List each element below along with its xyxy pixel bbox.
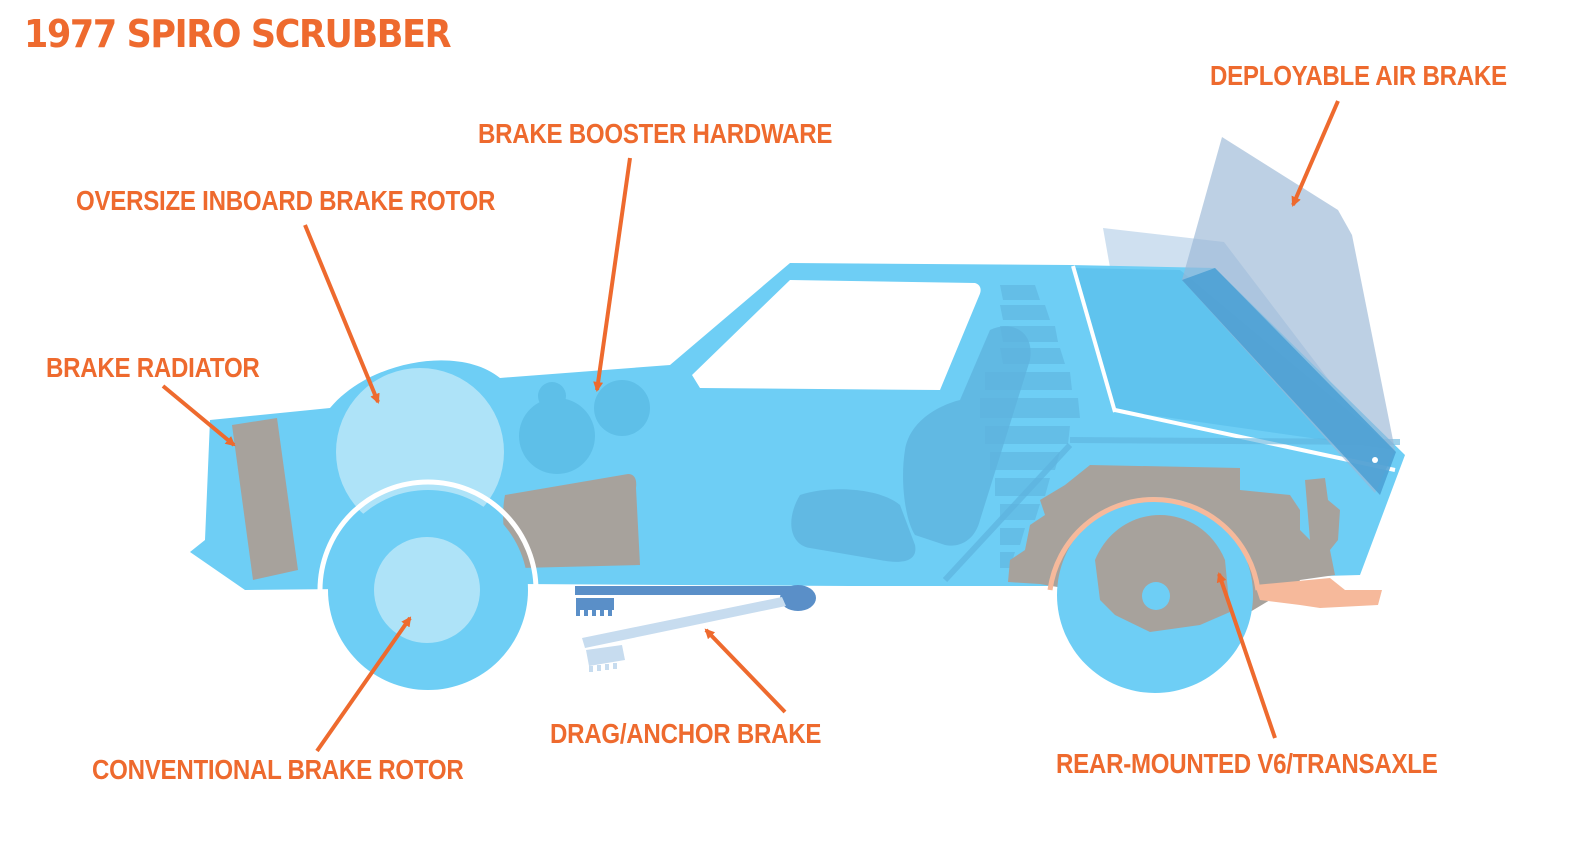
drag-brake-pivot [780,585,816,611]
arrow-radiator [161,384,236,447]
booster-cap [538,382,566,410]
rear-slats [980,285,1080,568]
label-rear-mounted-v6-transaxle: REAR-MOUNTED V6/TRANSAXLE [1056,748,1438,779]
diagram-title: 1977 SPIRO SCRUBBER [24,12,451,56]
rear-wheel-arch [1047,496,1261,591]
label-brake-radiator: BRAKE RADIATOR [46,352,260,383]
drag-brake-teeth-upper [576,598,614,616]
front-component [503,474,640,568]
label-deployable-air-brake: DEPLOYABLE AIR BRAKE [1210,60,1507,91]
booster-disc-large [519,398,595,474]
rear-brace [942,442,1073,583]
arrow-booster [593,157,632,392]
drag-brake-rail [575,586,800,595]
front-wheel-arch [317,479,539,591]
drag-brake-arm [582,597,786,648]
label-brake-booster-hardware: BRAKE BOOSTER HARDWARE [478,118,833,149]
booster-disc-small [594,380,650,436]
air-brake-hinge [1182,268,1396,495]
seat-cushion [791,489,916,562]
brake-radiator [232,418,298,580]
arrow-air-brake [1291,100,1340,207]
label-drag-anchor-brake: DRAG/ANCHOR BRAKE [550,718,822,749]
rear-hub [1142,582,1170,610]
arrow-drag-brake [704,628,787,714]
callout-arrows [161,100,1340,753]
label-oversize-inboard-brake-rotor: OVERSIZE INBOARD BRAKE ROTOR [76,185,496,216]
side-window [692,280,981,390]
exhaust-pipe [1255,578,1382,608]
air-brake-bolt [1372,457,1378,463]
arrow-oversize-rotor [303,224,380,404]
rear-engine-overlay [1095,515,1230,632]
drag-brake-teeth-lower [586,645,625,672]
label-conventional-brake-rotor: CONVENTIONAL BRAKE ROTOR [92,754,464,785]
conventional-rotor [374,537,480,643]
arrow-conventional-rotor [315,616,412,753]
hatch-line [1071,265,1117,413]
arrow-engine [1216,572,1277,739]
